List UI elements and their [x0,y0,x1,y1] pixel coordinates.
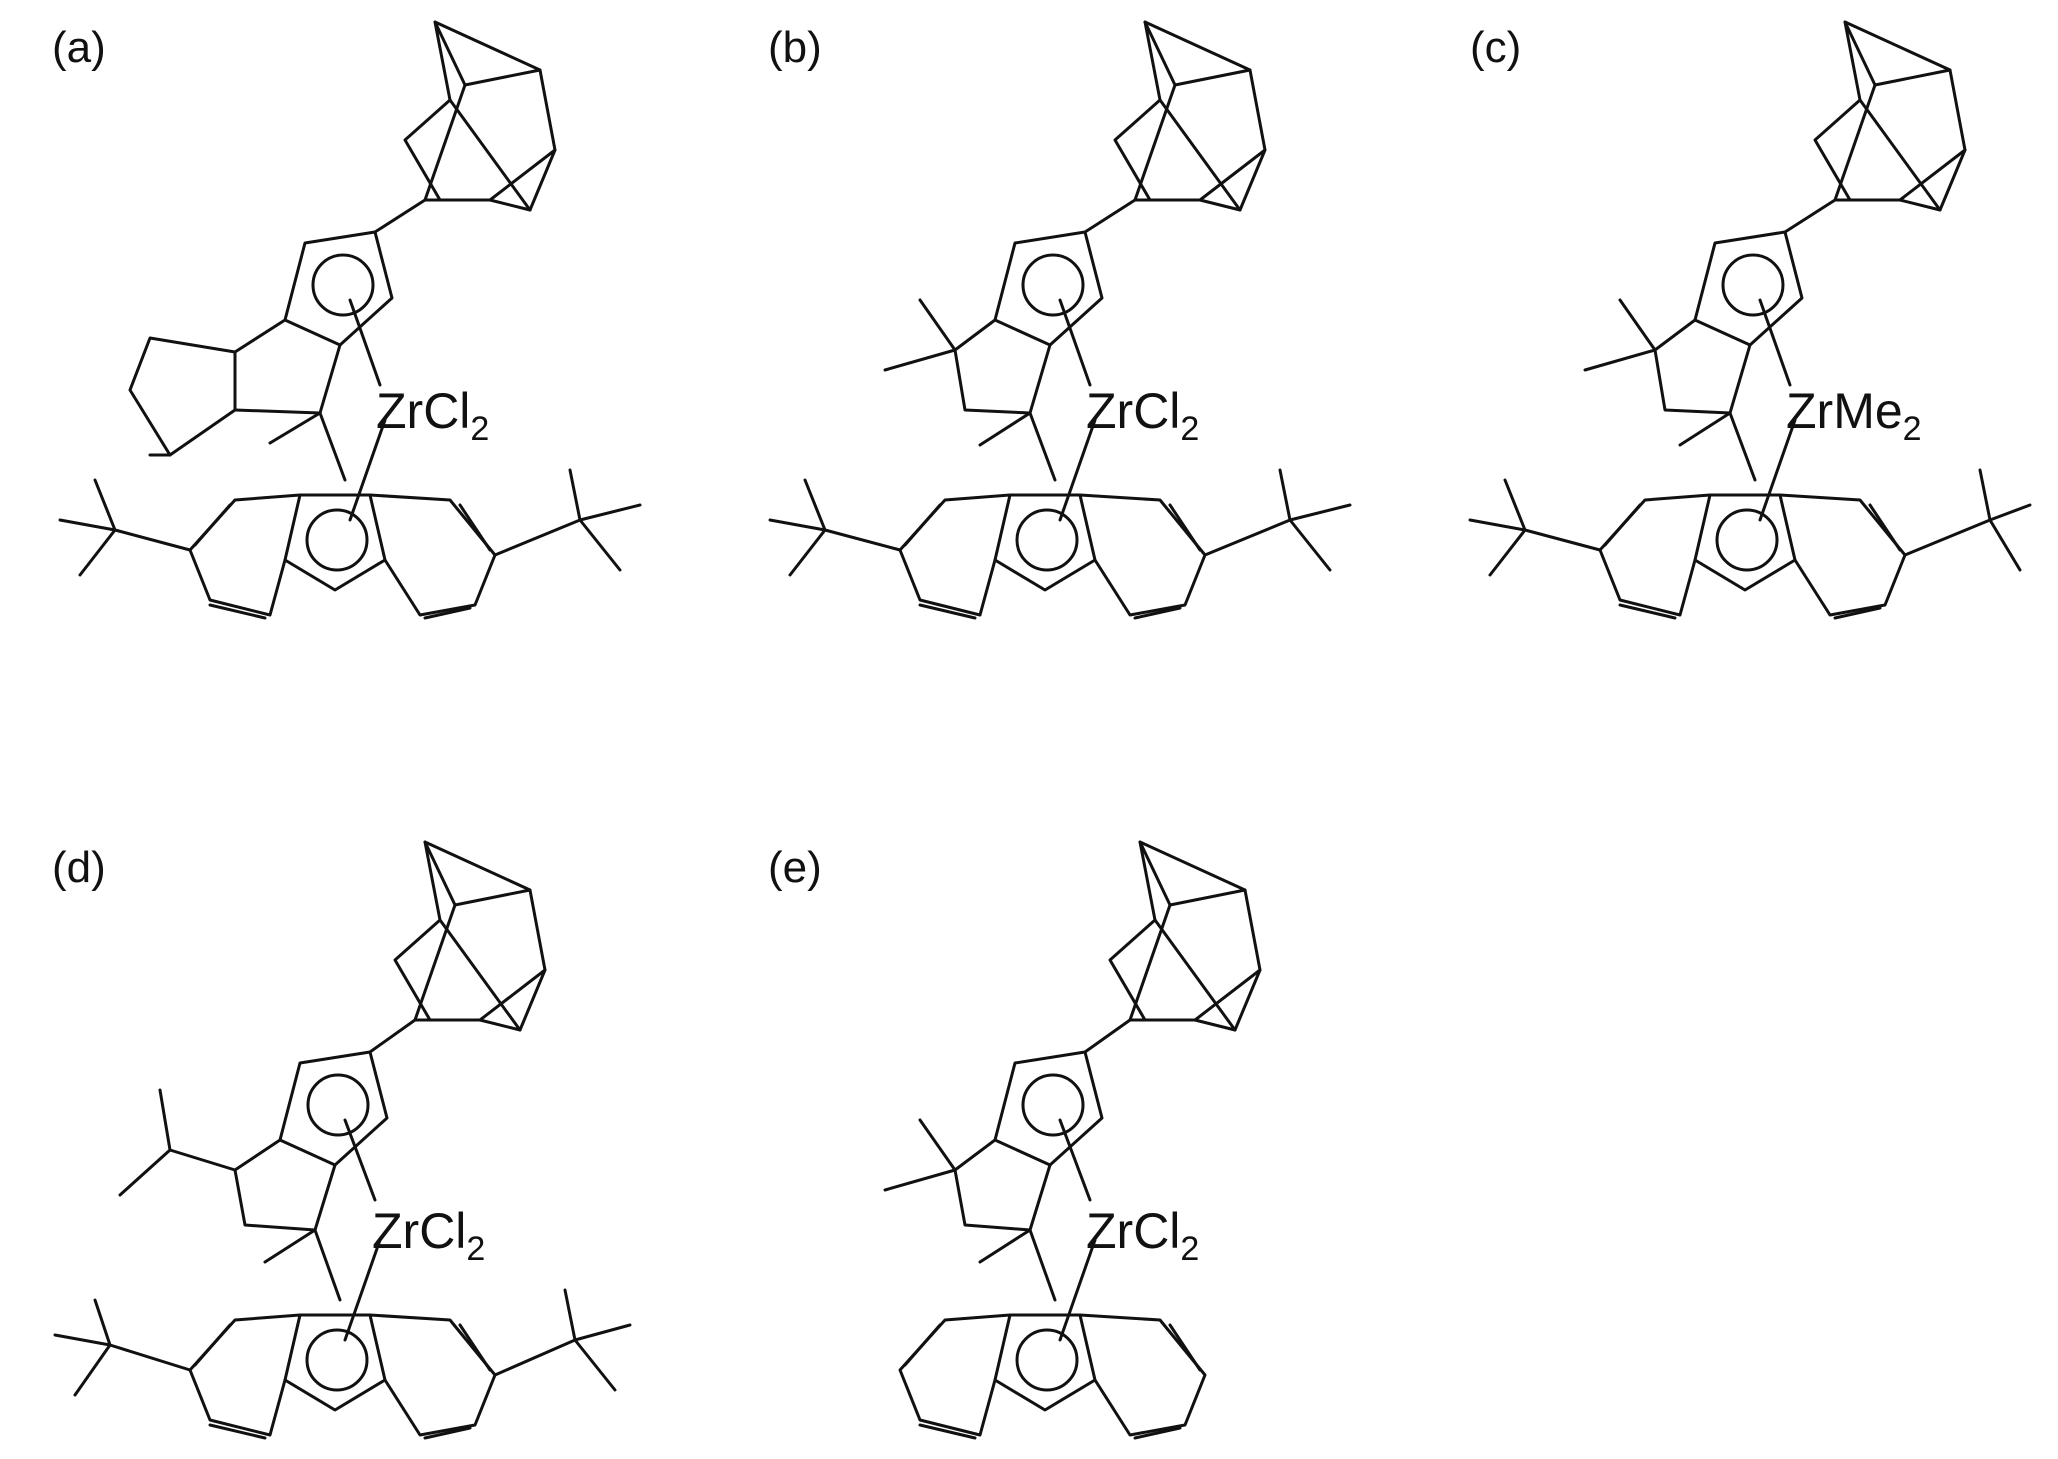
cyclohexyl-ring [130,320,340,455]
panel-c-metal-label: ZrMe2 [1786,383,1922,448]
panel-d-label: (d) [52,843,106,892]
adamantyl-group [1110,842,1260,1030]
panel-c-label: (c) [1470,23,1521,72]
dimethyl-cyclopentyl [1585,300,1750,445]
fluorenyl-group [770,470,1350,618]
dimethyl-cyclopentyl [885,300,1050,445]
fluorenyl-group [1470,470,2030,618]
panel-d-molecule: ZrCl2 [55,842,630,1438]
adamantyl-group [405,22,555,210]
panel-e-molecule: ZrCl2 [885,842,1260,1438]
panel-a: (a) [52,22,640,618]
panel-a-molecule: ZrCl2 [60,22,640,618]
dimethyl-cyclopentyl [885,1120,1050,1262]
cyclopentadienyl-ring [995,200,1135,345]
panel-a-label: (a) [52,23,106,72]
panel-e-label: (e) [768,843,822,892]
bridge-bond [1730,413,1755,480]
cyclopentadienyl-ring [995,1020,1130,1165]
bridge-bond [315,1230,340,1300]
isopropyl-cyclopentyl [120,1090,335,1262]
panel-e: (e) ZrCl2 [768,842,1260,1438]
panel-a-metal-label: ZrCl2 [376,383,489,448]
panel-b-molecule: ZrCl2 [770,22,1350,618]
panel-d: (d) ZrCl2 [52,842,630,1438]
cyclopentadienyl-ring [285,200,425,345]
panel-c-molecule: ZrMe2 [1470,22,2030,618]
panel-d-metal-label: ZrCl2 [372,1203,485,1268]
panel-b: (b) ZrCl2 [768,22,1350,618]
adamantyl-group [395,842,545,1030]
cyclopentadienyl-ring [1695,200,1835,345]
panel-c: (c) ZrMe2 [1470,22,2030,618]
panel-e-metal-label: ZrCl2 [1086,1203,1199,1268]
panel-b-metal-label: ZrCl2 [1086,383,1199,448]
adamantyl-group [1815,22,1965,210]
bridge-bond [320,413,345,480]
cyclopentadienyl-ring [280,1020,415,1165]
adamantyl-group [1115,22,1265,210]
fluorenyl-group [900,1315,1205,1438]
panel-b-label: (b) [768,23,822,72]
fluorenyl-group [55,1290,630,1438]
bridge-bond [1030,413,1055,480]
fluorenyl-group [60,470,640,618]
bridge-bond [1030,1230,1055,1300]
